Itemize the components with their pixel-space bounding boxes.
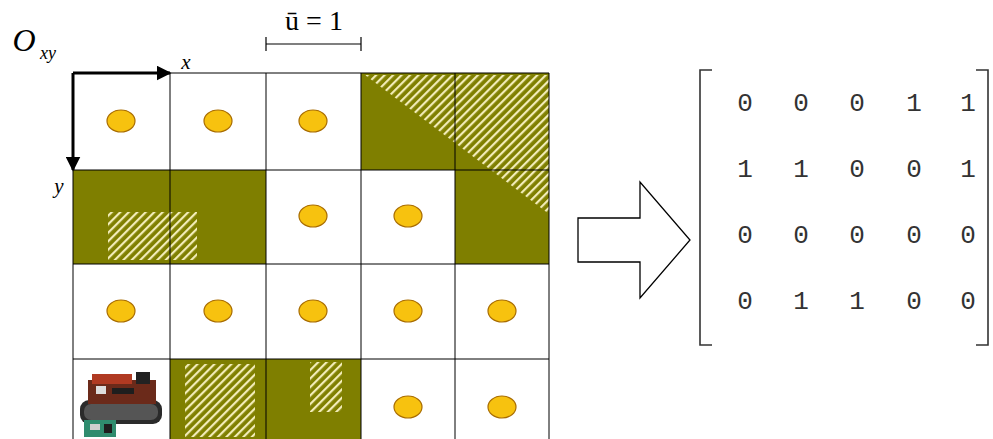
obstacle-cells bbox=[73, 73, 549, 439]
matrix-cell: 0 bbox=[906, 289, 922, 315]
unit-label: ū = 1 bbox=[285, 7, 343, 35]
matrix-cell: 0 bbox=[849, 157, 865, 183]
matrix-cell: 0 bbox=[906, 223, 922, 249]
matrix-cell: 1 bbox=[793, 289, 809, 315]
axis-label: x bbox=[181, 52, 190, 73]
origin-label: O bbox=[12, 24, 35, 56]
obstacle-shapes bbox=[108, 75, 549, 437]
matrix-cell: 1 bbox=[737, 157, 753, 183]
matrix-brackets bbox=[700, 70, 988, 345]
matrix-cell: 1 bbox=[793, 157, 809, 183]
matrix-cell: 1 bbox=[849, 289, 865, 315]
hollow-arrow bbox=[578, 182, 690, 298]
matrix-cell: 1 bbox=[906, 91, 922, 117]
robot-picture bbox=[80, 372, 162, 437]
unit-dimension bbox=[266, 37, 361, 51]
axis-label: y bbox=[54, 176, 63, 197]
matrix-cell: 0 bbox=[960, 289, 976, 315]
matrix-cell: 0 bbox=[737, 289, 753, 315]
matrix-cell: 0 bbox=[793, 223, 809, 249]
origin-subscript: xy bbox=[40, 44, 56, 62]
matrix-cell: 0 bbox=[793, 91, 809, 117]
matrix-cell: 0 bbox=[849, 91, 865, 117]
matrix-cell: 1 bbox=[960, 91, 976, 117]
axes bbox=[73, 73, 170, 170]
matrix-cell: 0 bbox=[960, 223, 976, 249]
free-cell-dots bbox=[107, 110, 516, 418]
matrix-cell: 1 bbox=[960, 157, 976, 183]
matrix-cell: 0 bbox=[737, 91, 753, 117]
matrix-cell: 0 bbox=[737, 223, 753, 249]
matrix-cell: 0 bbox=[906, 157, 922, 183]
grid-lines bbox=[73, 73, 549, 439]
matrix-cell: 0 bbox=[849, 223, 865, 249]
